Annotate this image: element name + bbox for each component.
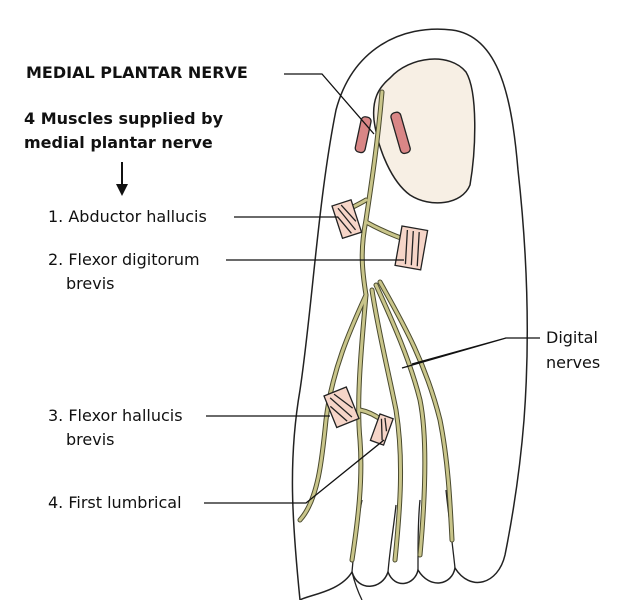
label-abductor-hallucis: 1. Abductor hallucis bbox=[48, 207, 207, 226]
label-first-lumbrical: 4. First lumbrical bbox=[48, 493, 182, 512]
nerve-branches bbox=[297, 89, 455, 563]
muscle-first-lumbrical bbox=[369, 413, 394, 446]
label-flexor-digitorum-line-2: brevis bbox=[66, 274, 115, 293]
heel-bone bbox=[372, 58, 476, 204]
muscle-flexor-hallucis-brevis bbox=[323, 386, 360, 429]
leader-medial-plantar-nerve bbox=[284, 73, 375, 135]
muscle-abductor-hallucis bbox=[331, 199, 363, 240]
leader-lines bbox=[204, 73, 540, 504]
diagram-title: MEDIAL PLANTAR NERVE bbox=[26, 63, 248, 82]
subtitle-line-2: medial plantar nerve bbox=[24, 133, 213, 152]
label-digital-line-1: Digital bbox=[546, 328, 598, 347]
leader-first-lumbrical bbox=[204, 439, 385, 504]
down-arrow-icon bbox=[116, 162, 128, 196]
label-digital-line-2: nerves bbox=[546, 353, 601, 372]
label-flexor-digitorum-line-1: 2. Flexor digitorum bbox=[48, 250, 200, 269]
label-flexor-hallucis-line-2: brevis bbox=[66, 430, 115, 449]
muscle-blocks bbox=[323, 199, 429, 446]
leader-digital-nerves bbox=[401, 337, 540, 369]
subtitle-line-1: 4 Muscles supplied by bbox=[24, 109, 223, 128]
muscle-flexor-digitorum-brevis bbox=[394, 225, 429, 271]
origin-muscle-right bbox=[390, 111, 411, 155]
label-flexor-hallucis-line-1: 3. Flexor hallucis bbox=[48, 406, 183, 425]
